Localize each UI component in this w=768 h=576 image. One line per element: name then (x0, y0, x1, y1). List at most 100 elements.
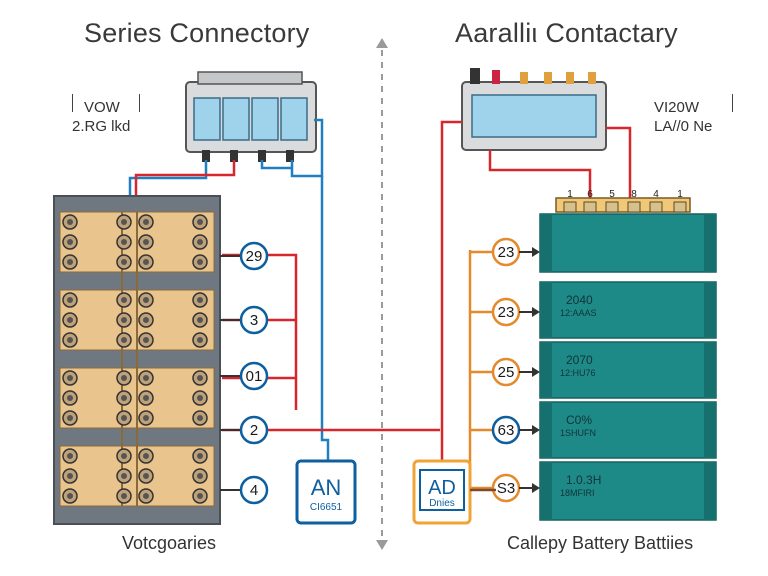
stack-terminal: 4 (649, 189, 663, 213)
down-arrow-icon (376, 540, 388, 550)
left-badge-label: 29 (246, 248, 263, 265)
terminal-label: 1 (567, 189, 573, 200)
cell-terminal (138, 214, 154, 230)
left-badge-label: 2 (250, 422, 258, 439)
right-badge: S3 (470, 473, 540, 503)
cell-terminal (138, 390, 154, 406)
cell-terminal (62, 332, 78, 348)
module-wire-to-an (320, 176, 330, 462)
cell-terminal (192, 468, 208, 484)
left-spec-line2: 2.RG lkd (72, 118, 131, 135)
stack-terminal: 8 (627, 189, 641, 213)
left-badge: 01 (220, 361, 269, 391)
cell-terminal (116, 370, 132, 386)
cell-label-line2: 12:AAAS (560, 308, 597, 318)
cell-label-line1: 2070 (566, 353, 593, 367)
connector-module-icon (461, 68, 607, 151)
series-title: Series Connectory (84, 18, 310, 48)
cell-terminal (62, 410, 78, 426)
cell-terminal (62, 214, 78, 230)
cell-terminal (138, 332, 154, 348)
right-ad-box: AD Dnies (412, 459, 472, 525)
left-badge: 29 (220, 241, 269, 271)
cell-label-line1: C0% (566, 413, 592, 427)
right-badge: 25 (470, 357, 540, 387)
left-spec: VOW 2.RG lkd (72, 98, 130, 136)
right-badge-label: 63 (498, 422, 515, 439)
parallel-cell (539, 213, 717, 273)
cell-terminal (138, 370, 154, 386)
cell-label-line1: 1.0.3H (566, 473, 601, 487)
cell-terminal (192, 488, 208, 504)
cell-terminal (138, 468, 154, 484)
cell-terminal (192, 312, 208, 328)
right-spec-line1: VI20W (654, 99, 700, 116)
cell-terminal (138, 234, 154, 250)
cell-terminal (62, 468, 78, 484)
left-badge: 4 (220, 475, 269, 505)
cell-terminal (62, 488, 78, 504)
cell-terminal (192, 214, 208, 230)
cell-terminal (192, 370, 208, 386)
module-wire-1 (128, 160, 208, 196)
left-badge-label: 01 (246, 368, 263, 385)
right-badge-label: 23 (498, 244, 515, 261)
right-badge: 63 (470, 415, 540, 445)
terminal-label: 5 (609, 189, 615, 200)
ad-box-line1: AD (428, 477, 456, 499)
left-spec-bracket (72, 94, 140, 112)
right-spec: VI20W LA//0 Ne (654, 98, 712, 136)
cell-terminal (138, 254, 154, 270)
left-badge: 2 (220, 415, 269, 445)
cell-label-line2: 1SHUFN (560, 428, 596, 438)
ad-box-line2: Dnies (429, 498, 455, 509)
right-badge-label: 23 (498, 304, 515, 321)
cell-label-line2: 12:HU76 (560, 368, 596, 378)
cell-terminal (116, 312, 132, 328)
parallel-battery-stack: 204012:AAAS207012:HU76C0%1SHUFN1.0.3H18M… (539, 189, 717, 521)
cell-terminal (192, 234, 208, 250)
cell-terminal (116, 448, 132, 464)
right-badge: 23 (470, 237, 540, 267)
stack-terminal: 5 (605, 189, 619, 213)
an-box-line1: AN (311, 475, 342, 500)
cell-terminal (192, 410, 208, 426)
up-arrow-icon (376, 38, 388, 48)
cell-terminal (116, 254, 132, 270)
series-battery-pack (53, 195, 221, 525)
cell-terminal (138, 292, 154, 308)
terminal-label: 4 (653, 189, 659, 200)
cell-terminal (116, 234, 132, 250)
right-badge: 23 (470, 297, 540, 327)
cell-terminal (62, 234, 78, 250)
left-badge-label: 4 (250, 482, 258, 499)
cell-label-line1: 2040 (566, 293, 593, 307)
terminal-label: 1 (677, 189, 683, 200)
parallel-red-feed (440, 120, 462, 462)
right-badge-label: 25 (498, 364, 515, 381)
left-badge: 3 (220, 305, 269, 335)
stack-terminal: 1 (673, 189, 687, 213)
module-wire-3 (260, 160, 292, 170)
cell-terminal (62, 254, 78, 270)
cell-terminal (192, 332, 208, 348)
left-an-box: AN CI6651 (295, 459, 357, 525)
cell-terminal (62, 390, 78, 406)
parallel-cell: C0%1SHUFN (539, 401, 717, 459)
terminal-label: 8 (631, 189, 637, 200)
parallel-title: Aaralliι Contactary (455, 18, 678, 48)
cell-terminal (192, 292, 208, 308)
cell-terminal (138, 448, 154, 464)
cell-terminal (116, 390, 132, 406)
an-box-line2: CI6651 (310, 502, 343, 513)
right-caption: Callepy Battery Battiies (507, 533, 694, 553)
cell-terminal (116, 488, 132, 504)
cell-terminal (116, 214, 132, 230)
cell-terminal (192, 254, 208, 270)
cell-terminal (138, 488, 154, 504)
cell-terminal (116, 410, 132, 426)
parallel-red-top (488, 150, 592, 208)
